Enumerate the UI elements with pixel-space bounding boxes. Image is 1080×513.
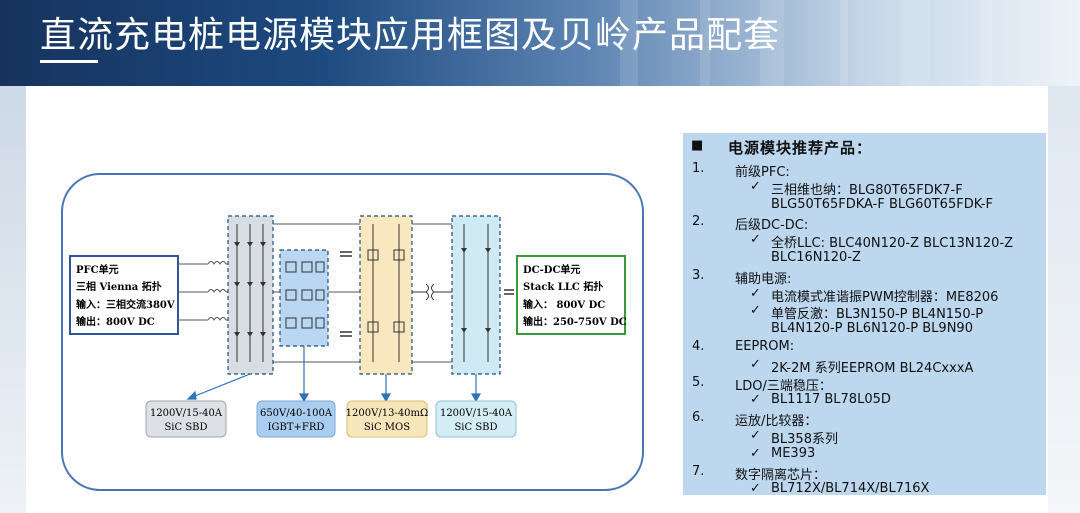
sic-sbd-rectifier-block <box>227 215 274 375</box>
panel-section-label: 后级DC-DC: <box>735 218 809 233</box>
diagram-frame <box>61 173 644 491</box>
panel-product-item: 2K-2M 系列EEPROM BL24CxxxA <box>771 361 974 376</box>
check-icon: ✓ <box>750 481 761 496</box>
pfc-unit-box: PFC单元 三相 Vienna 拓扑 输入：三相交流380V 输出：800V D… <box>69 255 179 335</box>
dcdc-output: 输出：250-750V DC <box>523 315 627 328</box>
pfc-output: 输出：800V DC <box>76 315 155 328</box>
panel-product-item: 电流模式准谐振PWM控制器：ME8206 <box>771 290 999 305</box>
dcdc-input: 输入： 800V DC <box>523 298 605 311</box>
component-3-line1: 1200V/13-40mΩ <box>346 408 429 419</box>
component-label-sic-mos: 1200V/13-40mΩ SiC MOS <box>346 400 429 438</box>
recommended-products-panel: ■ 电源模块推荐产品： 1.前级PFC:✓三相维也纳：BLG80T65FDK7-… <box>683 133 1046 496</box>
panel-heading: 电源模块推荐产品： <box>728 139 873 157</box>
check-icon: ✓ <box>750 286 761 301</box>
panel-section-number: 3. <box>692 268 705 283</box>
igbt-frd-block <box>279 249 329 347</box>
pfc-title: PFC单元 <box>76 263 119 276</box>
panel-section-number: 5. <box>692 375 705 390</box>
pfc-topology: 三相 Vienna 拓扑 <box>76 280 162 293</box>
panel-product-item: 全桥LLC: BLC40N120-Z BLC13N120-Z <box>771 236 1014 251</box>
component-1-line2: SiC SBD <box>164 422 207 433</box>
panel-product-item: BL712X/BL714X/BL716X <box>771 481 930 496</box>
component-2-line2: IGBT+FRD <box>268 422 325 433</box>
block-diagram: PFC单元 三相 Vienna 拓扑 输入：三相交流380V 输出：800V D… <box>61 173 644 491</box>
panel-product-item: ME393 <box>771 446 816 461</box>
component-4-line2: SiC SBD <box>454 422 497 433</box>
panel-section-label: LDO/三端稳压： <box>735 379 832 394</box>
panel-product-item: BL358系列 <box>771 432 838 447</box>
panel-section-number: 7. <box>692 464 705 479</box>
check-icon: ✓ <box>750 446 761 461</box>
panel-bullet: ■ <box>691 138 705 153</box>
check-icon: ✓ <box>750 392 761 407</box>
panel-section-label: 数字隔离芯片： <box>735 468 827 483</box>
title-underline <box>40 60 98 63</box>
panel-product-item: 单管反激：BL3N150-P BL4N150-P <box>771 307 984 322</box>
page-title: 直流充电桩电源模块应用框图及贝岭产品配套 <box>40 15 781 56</box>
component-label-output-sic-sbd: 1200V/15-40A SiC SBD <box>435 400 517 438</box>
output-sic-sbd-block <box>451 215 501 375</box>
panel-product-item-continued: BLG50T65FDKA-F BLG60T65FDK-F <box>771 197 994 212</box>
panel-section-label: 辅助电源: <box>735 272 792 287</box>
panel-section-label: 前级PFC: <box>735 165 790 180</box>
check-icon: ✓ <box>750 232 761 247</box>
component-2-line1: 650V/40-100A <box>260 408 333 419</box>
component-3-line2: SiC MOS <box>364 422 410 433</box>
component-label-sic-sbd: 1200V/15-40A SiC SBD <box>145 400 227 438</box>
component-label-igbt-frd: 650V/40-100A IGBT+FRD <box>256 400 336 438</box>
component-1-line1: 1200V/15-40A <box>150 408 223 419</box>
check-icon: ✓ <box>750 428 761 443</box>
check-icon: ✓ <box>750 303 761 318</box>
check-icon: ✓ <box>750 357 761 372</box>
input-lines <box>178 261 228 321</box>
panel-section-label: EEPROM: <box>735 339 795 354</box>
panel-section-label: 运放/比较器： <box>735 414 818 429</box>
dcdc-topology: Stack LLC 拓扑 <box>523 280 603 293</box>
panel-section-number: 1. <box>692 161 705 176</box>
output-capacitor <box>504 289 514 295</box>
right-background-strip <box>1048 86 1080 513</box>
header-banner: 直流充电桩电源模块应用框图及贝岭产品配套 <box>0 0 1080 86</box>
sic-mos-block <box>359 215 413 375</box>
check-icon: ✓ <box>750 179 761 194</box>
dc-link-capacitors <box>340 251 352 337</box>
panel-product-item-continued: BL4N120-P BL6N120-P BL9N90 <box>771 321 973 336</box>
transformer <box>412 283 452 301</box>
panel-section-number: 6. <box>692 410 705 425</box>
pfc-input: 输入：三相交流380V <box>76 298 175 311</box>
panel-product-item: 三相维也纳：BLG80T65FDK7-F <box>771 183 963 198</box>
panel-product-item: BL1117 BL78L05D <box>771 392 891 407</box>
dcdc-unit-box: DC-DC单元 Stack LLC 拓扑 输入： 800V DC 输出：250-… <box>516 255 627 335</box>
left-background-strip <box>0 86 26 513</box>
panel-section-number: 4. <box>692 339 705 354</box>
component-4-line1: 1200V/15-40A <box>440 408 513 419</box>
component-arrows <box>186 346 482 403</box>
dcdc-title: DC-DC单元 <box>523 263 580 276</box>
panel-product-item-continued: BLC16N120-Z <box>771 250 861 265</box>
panel-section-number: 2. <box>692 214 705 229</box>
